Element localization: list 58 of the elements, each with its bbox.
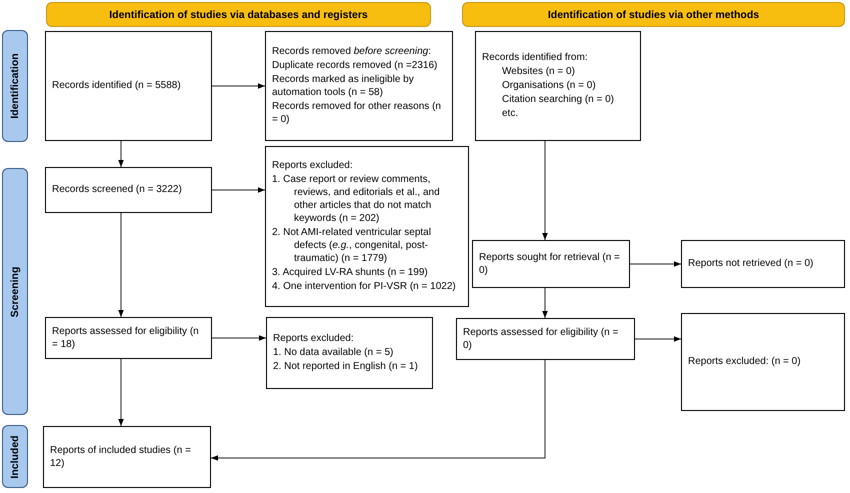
process-box xyxy=(45,31,212,141)
arrow xyxy=(542,288,548,318)
box-text: Reports assessed for eligibility (n = 18) xyxy=(52,324,200,350)
process-box xyxy=(43,426,211,488)
process-box xyxy=(475,31,641,141)
box-text: Records removed for other reasons (n = 0) xyxy=(272,100,442,126)
phase-label: Screening xyxy=(9,266,21,317)
box-text: Citation searching (n = 0) xyxy=(501,93,616,106)
box-text: 1. No data available (n = 5) xyxy=(273,346,394,359)
box-text: Duplicate records removed (n =2316) xyxy=(272,59,438,72)
arrow xyxy=(212,335,266,341)
box-text: 3. Acquired LV-RA shunts (n = 199) xyxy=(272,266,429,279)
box-text: Reports excluded: (n = 0) xyxy=(688,355,802,368)
process-box xyxy=(265,146,469,307)
phase-band xyxy=(2,425,28,488)
process-box xyxy=(472,240,630,288)
box-heading: Reports excluded: xyxy=(272,159,354,172)
phase-band xyxy=(2,168,28,415)
box-heading: Records identified from: xyxy=(482,51,589,64)
arrow xyxy=(210,360,546,461)
process-box xyxy=(266,317,433,389)
phase-label: Included xyxy=(9,434,21,478)
box-text: Reports not retrieved (n = 0) xyxy=(688,257,814,270)
box-text: Records identified (n = 5588) xyxy=(52,79,182,92)
box-text: etc. xyxy=(501,107,520,120)
box-text: 4. One intervention for PI-VSR (n = 1022) xyxy=(272,280,457,293)
arrow xyxy=(630,261,682,267)
process-box xyxy=(681,240,845,288)
process-box xyxy=(45,167,212,213)
arrow xyxy=(542,140,548,240)
process-box xyxy=(681,313,845,411)
box-text: Records screened (n = 3222) xyxy=(52,183,183,196)
box-text: 2. Not reported in English (n = 1) xyxy=(273,360,419,373)
arrow xyxy=(118,140,124,168)
process-box xyxy=(456,318,635,360)
box-text: Websites (n = 0) xyxy=(501,65,576,78)
box-text: Reports assessed for eligibility (n = 0) xyxy=(463,326,620,352)
box-text: Reports of included studies (n = 12) xyxy=(50,444,192,470)
box-heading: Reports excluded: xyxy=(273,332,355,345)
process-box xyxy=(45,317,212,359)
box-heading: Records removed before screening: xyxy=(272,45,432,58)
header-text: Identification of studies via other methods xyxy=(548,8,760,20)
stage-header xyxy=(462,2,845,27)
process-box xyxy=(265,31,453,141)
phase-band xyxy=(2,30,28,142)
arrow xyxy=(212,83,266,89)
box-text: Reports sought for retrieval (n = 0) xyxy=(479,250,621,276)
arrow xyxy=(634,336,682,342)
stage-header xyxy=(46,2,431,27)
box-text: 2. Not AMI-related ventricular septal defects (e.g., congenital, post-traumatic) (n = 1779) xyxy=(272,226,432,265)
box-text: Records marked as ineligible by automation tools (n = 58) xyxy=(272,73,415,99)
header-text: Identification of studies via databases and registers xyxy=(109,8,368,20)
box-text: 1. Case report or review comments, reviews, and editorials et al., and other articles that do not match keywords (n = 202) xyxy=(272,173,441,225)
arrow xyxy=(212,187,266,193)
phase-label: Identification xyxy=(9,53,21,119)
arrow xyxy=(118,358,124,426)
arrow xyxy=(118,212,124,318)
box-text: Organisations (n = 0) xyxy=(501,79,597,92)
